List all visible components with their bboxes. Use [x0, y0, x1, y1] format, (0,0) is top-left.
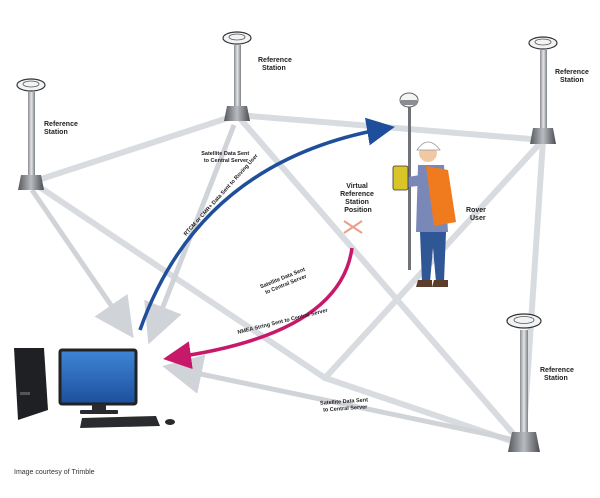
station-top-left-label: Reference Station: [44, 121, 80, 136]
flow-bottom-label: Satellite Data Sent to Central Server: [320, 397, 370, 413]
nmea-arrow: [163, 247, 354, 370]
station-bottom-right-label: Reference Station: [540, 367, 576, 382]
virtual-station-label: Virtual Reference Station Position: [340, 183, 376, 214]
station-bottom-right-antenna: [506, 313, 542, 452]
rover-user-figure: [392, 92, 456, 287]
central-server-computer: [14, 348, 175, 428]
station-top-left-antenna: [16, 78, 46, 190]
flow-middle-label: Satellite Data Sent to Central Server: [259, 266, 310, 297]
flow-top-label: Satellite Data Sent to Central Server: [201, 151, 251, 164]
computer-tower: [14, 348, 48, 420]
mouse: [165, 419, 175, 425]
station-top-right-antenna: [528, 36, 558, 144]
virtual-station-x-marker: [343, 220, 363, 234]
station-top-right-label: Reference Station: [555, 69, 591, 84]
network-baselines: [29, 112, 546, 448]
rtcm-label: RTCM or CMR+ Data Sent to Roving User: [183, 153, 260, 238]
satellite-data-flows: [29, 124, 516, 443]
nmea-label: NMEA String Sent to Central Server: [237, 307, 329, 335]
monitor-screen: [58, 348, 138, 406]
image-credit: Image courtesy of Trimble: [14, 469, 95, 476]
station-top-center-antenna: [222, 31, 252, 121]
rover-user-label: Rover User: [466, 207, 488, 222]
keyboard: [80, 416, 160, 428]
rtcm-arrow: [138, 117, 395, 331]
station-top-center-label: Reference Station: [258, 57, 294, 72]
